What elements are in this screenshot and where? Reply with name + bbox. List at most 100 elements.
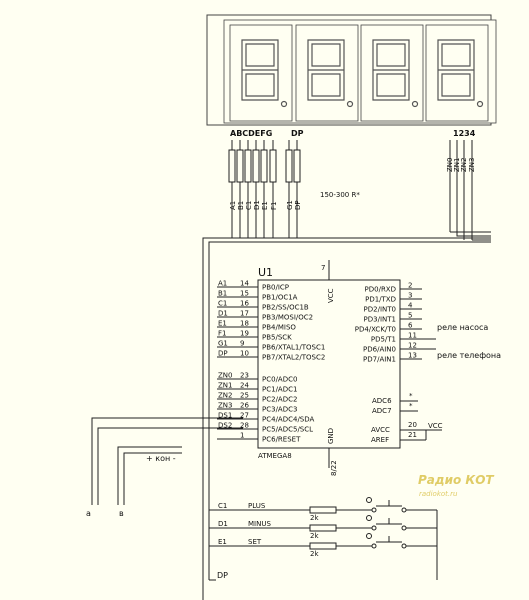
pin-name: PB7/XTAL2/TOSC2 xyxy=(262,354,325,362)
pin-number: 5 xyxy=(408,312,412,320)
avcc-num: 20 xyxy=(408,421,417,429)
button-resistor: 2k xyxy=(310,550,319,558)
pin-net: ZN3 xyxy=(218,402,233,410)
sensor-right-label: в xyxy=(119,509,124,518)
segment-resistor xyxy=(269,140,277,238)
button-resistor: 2k xyxy=(310,532,319,540)
pin-name: PC0/ADC0 xyxy=(262,376,297,384)
aref-name: AREF xyxy=(371,436,389,444)
button-set xyxy=(209,533,437,550)
digit-3 xyxy=(360,24,424,122)
button-label: MINUS xyxy=(248,520,271,528)
pin-net: A1 xyxy=(218,280,227,288)
segment-resistor xyxy=(260,140,268,238)
pin-number: 1 xyxy=(240,432,244,440)
pin-name: PC5/ADC5/SCL xyxy=(262,426,313,434)
button-net: D1 xyxy=(218,520,228,528)
segment-line-label: E1 xyxy=(261,201,269,210)
pin-name: PC6/RESET xyxy=(262,436,301,444)
segment-line-label: A1 xyxy=(229,201,237,210)
relay-outputs: реле насоса реле телефона xyxy=(400,323,501,360)
pin-name: PD6/AIN0 xyxy=(363,346,396,354)
segment-resistor xyxy=(244,140,252,238)
logo-title: Радио КОТ xyxy=(418,473,494,487)
pin-name: PC2/ADC2 xyxy=(262,396,297,404)
pin-name: PB5/SCK xyxy=(262,334,292,342)
mcu-pin-bottom: 8/22 xyxy=(330,460,338,476)
pin-name: PD0/RXD xyxy=(365,286,396,294)
pin-name: PD1/TXD xyxy=(365,296,396,304)
pin-net: DS2 xyxy=(218,422,232,430)
dp-bottom-label: DP xyxy=(217,571,228,580)
pin-net: ZN2 xyxy=(218,392,233,400)
dp-header: DP xyxy=(291,129,304,138)
pin-number: 19 xyxy=(240,330,249,338)
adc7-name: ADC7 xyxy=(372,407,392,415)
pin-net: B1 xyxy=(218,290,227,298)
pin-number: 16 xyxy=(240,300,249,308)
sensor-left-label: a xyxy=(86,509,91,518)
bus-lines xyxy=(202,237,491,600)
pin-number: 14 xyxy=(240,280,249,288)
adc7-mark: * xyxy=(409,402,413,410)
pin-number: 12 xyxy=(408,342,417,350)
button-net: C1 xyxy=(218,502,227,510)
pin-net: ZN1 xyxy=(218,382,233,390)
button-plus xyxy=(209,497,437,514)
pin-number: 28 xyxy=(240,422,249,430)
pin-net: ZN0 xyxy=(218,372,233,380)
logo-url: radiokot.ru xyxy=(419,490,458,498)
pin-number: 11 xyxy=(408,332,417,340)
segment-resistor xyxy=(228,140,236,238)
adc6-name: ADC6 xyxy=(372,397,392,405)
seven-segment-display: ABCDEFG DP 1234 xyxy=(206,14,497,138)
segment-resistor-array xyxy=(228,140,301,238)
pin-number: 27 xyxy=(240,412,249,420)
mcu-vcc-top: VCC xyxy=(327,288,335,303)
pin-name: PD5/T1 xyxy=(371,336,396,344)
segment-line-label: G1 xyxy=(286,200,294,210)
pin-name: PB3/MOSI/OC2 xyxy=(262,314,313,322)
pin-number: 24 xyxy=(240,382,249,390)
pin-name: PB4/MISO xyxy=(262,324,296,332)
avcc-name: AVCC xyxy=(371,426,390,434)
cable-label: + кон - xyxy=(146,454,176,463)
relay-pump-label: реле насоса xyxy=(437,323,488,332)
pin-number: 3 xyxy=(408,292,412,300)
segment-resistor xyxy=(285,140,293,238)
pin-name: PD2/INT0 xyxy=(364,306,396,314)
relay-phone-label: реле телефона xyxy=(437,351,501,360)
radiokot-logo: Радио КОТ radiokot.ru xyxy=(418,473,494,498)
mcu-pin-top: 7 xyxy=(321,264,325,272)
pin-name: PC1/ADC1 xyxy=(262,386,297,394)
pin-name: PC3/ADC3 xyxy=(262,406,297,414)
pin-net: DP xyxy=(218,350,228,358)
pin-name: PD3/INT1 xyxy=(364,316,396,324)
pin-number: 6 xyxy=(408,322,413,330)
digit-2 xyxy=(295,24,359,122)
mcu-ref: U1 xyxy=(258,266,273,279)
pin-name: PB0/ICP xyxy=(262,284,289,292)
pin-net: E1 xyxy=(218,320,227,328)
digit-4 xyxy=(425,24,489,122)
digit-line-label: ZN3 xyxy=(468,158,476,173)
button-net: E1 xyxy=(218,538,227,546)
pin-net: C1 xyxy=(218,300,227,308)
